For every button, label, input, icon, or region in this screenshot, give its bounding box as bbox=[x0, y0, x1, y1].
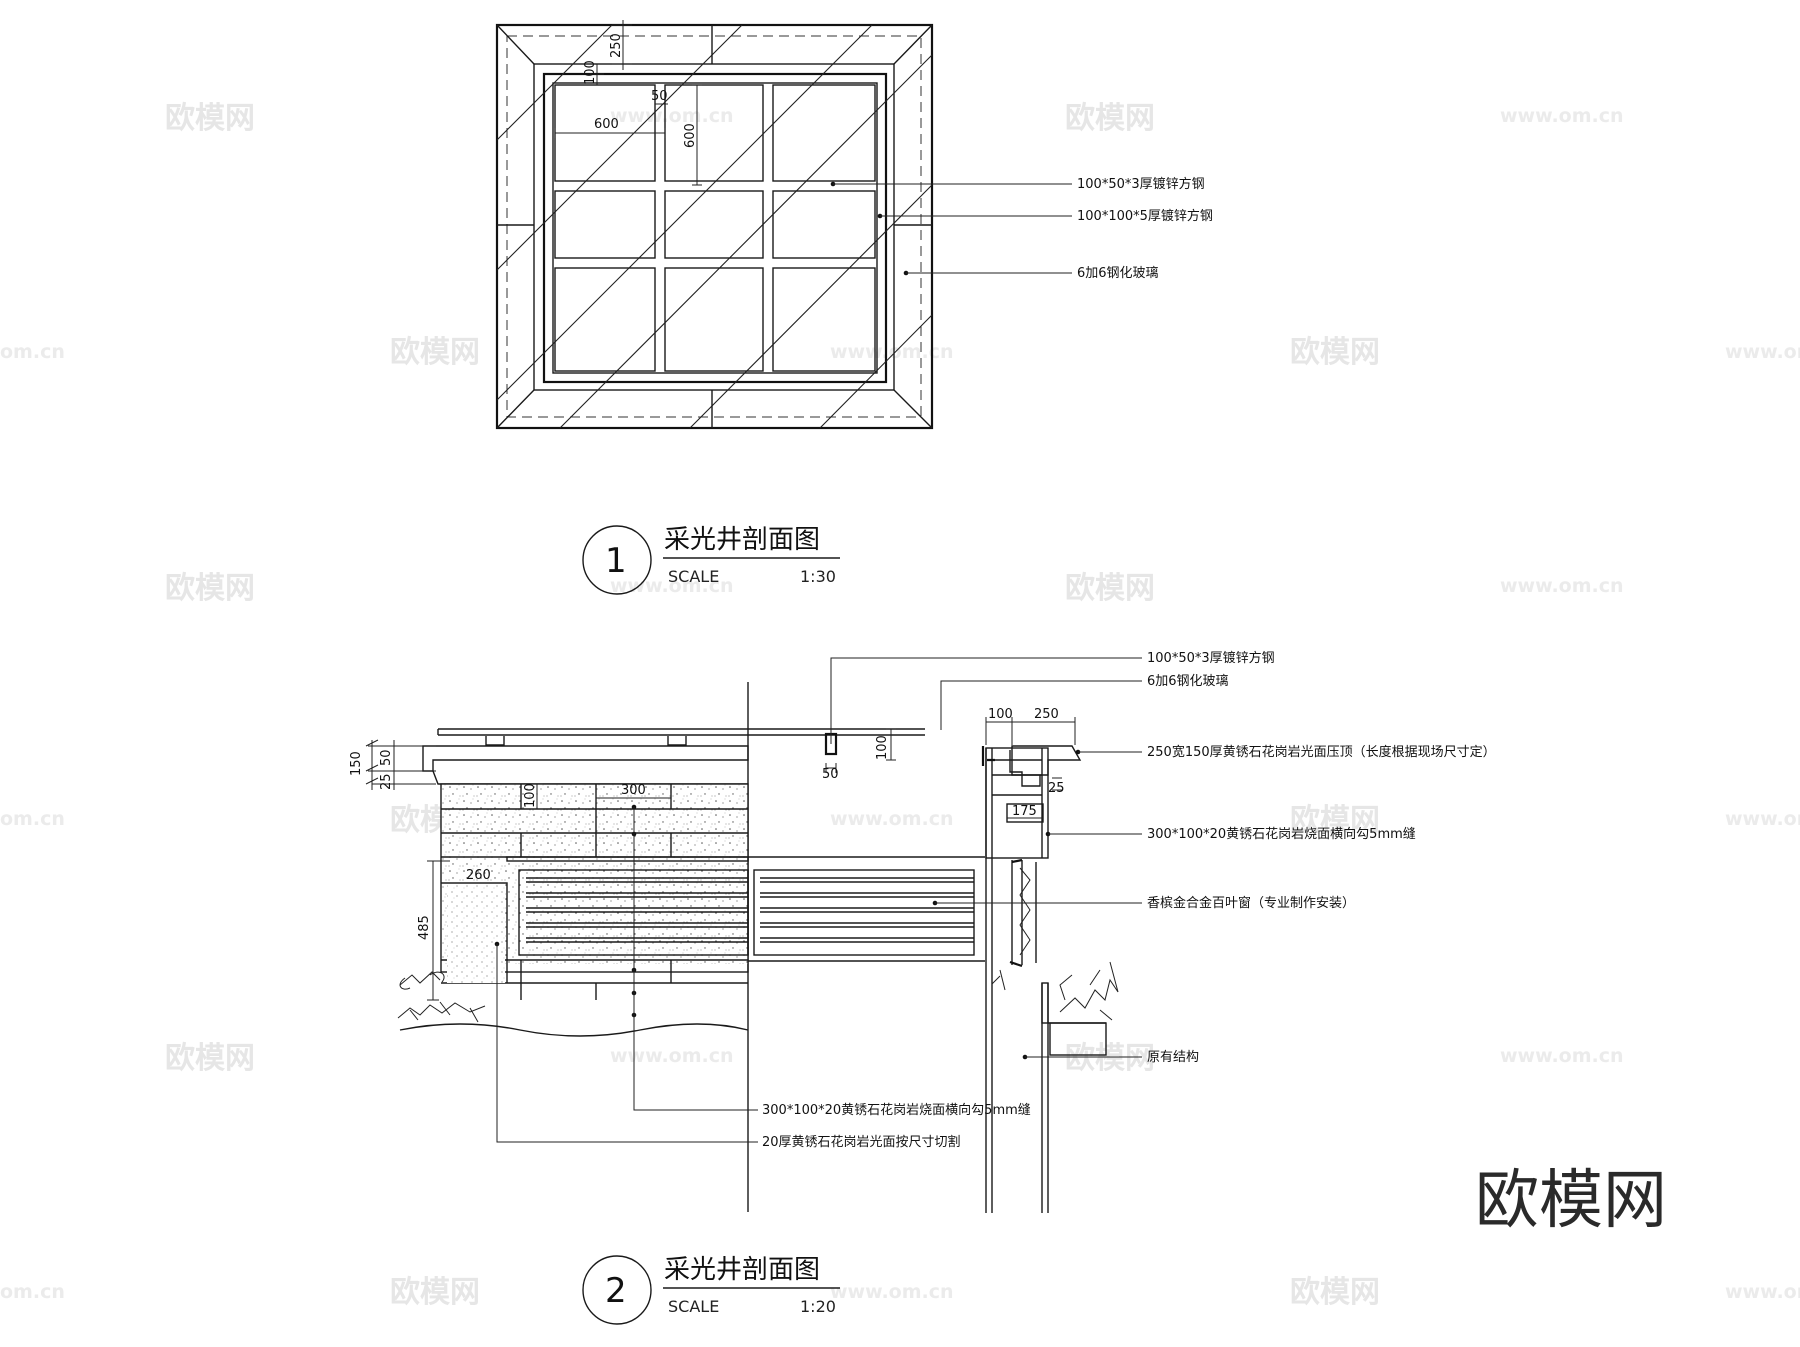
plan-title: 采光井剖面图 bbox=[664, 525, 820, 555]
watermark-url: www.om.cn bbox=[1500, 575, 1624, 597]
section-louver-slats-right bbox=[760, 877, 974, 943]
watermark-url: www.om.cn bbox=[830, 808, 954, 830]
watermark-url: www.om.cn bbox=[830, 1281, 954, 1303]
plan-scale-label: SCALE bbox=[668, 567, 719, 586]
plan-leaders: 100*50*3厚镀锌方钢 100*100*5厚镀锌方钢 6加6钢化玻璃 bbox=[830, 176, 1213, 281]
section-ground-line bbox=[399, 1023, 749, 1037]
section-title-block: 2 采光井剖面图 SCALE 1:20 bbox=[582, 1255, 840, 1325]
section-louver-slats-left bbox=[526, 870, 749, 955]
section-dimensions: 150 25 50 100 300 260 485 50 100 100 250… bbox=[349, 707, 1076, 1001]
watermark-logo: 欧模网 bbox=[165, 101, 255, 136]
watermark-logo: 欧模网 bbox=[165, 1041, 255, 1076]
dim-25: 25 bbox=[379, 773, 394, 790]
watermark-layer: 欧模网 欧模网 www.om.cn www.om.cn om.cn 欧模网 ww… bbox=[0, 101, 1800, 1310]
watermark-logo: 欧模网 bbox=[390, 335, 480, 370]
dim-485: 485 bbox=[417, 915, 432, 940]
section-number-circle bbox=[582, 1255, 652, 1325]
plan-note-steel-100x100: 100*100*5厚镀锌方钢 bbox=[1077, 208, 1213, 224]
section-shrub-left bbox=[397, 971, 486, 1023]
section-note-louver: 香槟金合金百叶窗（专业制作安装） bbox=[1147, 895, 1355, 911]
plan-note-glass: 6加6钢化玻璃 bbox=[1077, 266, 1159, 281]
section-number: 2 bbox=[605, 1271, 627, 1311]
dim-250: 250 bbox=[1034, 707, 1059, 722]
section-shrub-right bbox=[1059, 961, 1119, 1021]
section-note-structure: 原有结构 bbox=[1147, 1050, 1199, 1065]
section-note-stone-right: 300*100*20黄锈石花岗岩烧面横向勾5mm缝 bbox=[1147, 826, 1416, 842]
dim-260: 260 bbox=[466, 868, 491, 883]
watermark-url: www.om.cn bbox=[610, 105, 734, 127]
dim-175: 175 bbox=[1012, 804, 1037, 819]
section-scale-value: 1:20 bbox=[800, 1297, 836, 1316]
plan-miter-lines bbox=[496, 24, 933, 429]
dim-250: 250 bbox=[609, 33, 624, 58]
plan-steel-frame-inner bbox=[552, 82, 878, 374]
plan-scale-value: 1:30 bbox=[800, 567, 836, 586]
dim-50a: 50 bbox=[379, 749, 394, 766]
watermark-logo: 欧模网 bbox=[165, 571, 255, 606]
watermark-url: www.om.cn bbox=[1500, 1045, 1624, 1067]
plan-cap-inner bbox=[533, 63, 895, 391]
section-cap-stone-left bbox=[422, 745, 749, 772]
section-title: 采光井剖面图 bbox=[664, 1255, 820, 1285]
watermark-url: www.om.cn bbox=[830, 341, 954, 363]
watermark-short: om.cn bbox=[0, 341, 65, 363]
section-note-coping: 250宽150厚黄锈石花岗岩光面压顶（长度根据现场尺寸定） bbox=[1147, 744, 1496, 760]
section-right-structure bbox=[981, 745, 1107, 1213]
watermark-url: www.om.cn bbox=[1500, 105, 1624, 127]
dim-50b: 50 bbox=[822, 767, 839, 782]
watermark-logo: 欧模网 bbox=[1290, 803, 1380, 838]
dim-100b: 100 bbox=[875, 735, 890, 760]
watermark-logo: 欧模网 bbox=[1065, 1041, 1155, 1076]
watermark-logo: 欧模网 bbox=[1065, 571, 1155, 606]
corner-logo: 欧模网 bbox=[1475, 1164, 1667, 1238]
section-leaders-right: 100*50*3厚镀锌方钢 6加6钢化玻璃 250宽150厚黄锈石花岗岩光面压顶… bbox=[830, 650, 1496, 1065]
plan-note-steel-100x50: 100*50*3厚镀锌方钢 bbox=[1077, 176, 1205, 192]
dim-50: 50 bbox=[651, 89, 668, 104]
watermark-short: om.cn bbox=[0, 1281, 65, 1303]
section-note-steel: 100*50*3厚镀锌方钢 bbox=[1147, 650, 1275, 666]
watermark-url: www.om.cn bbox=[610, 575, 734, 597]
plan-cap-joints bbox=[497, 25, 932, 428]
dim-25b: 25 bbox=[1048, 781, 1065, 796]
watermark-logo: 欧模网 bbox=[1290, 1275, 1380, 1310]
plan-number-circle bbox=[582, 525, 652, 595]
watermark-logo: 欧模网 bbox=[1290, 335, 1380, 370]
dim-100c: 100 bbox=[988, 707, 1013, 722]
watermark-logo: 欧模网 bbox=[1065, 101, 1155, 136]
plan-number: 1 bbox=[605, 541, 627, 581]
section-leaders-bottom: 300*100*20黄锈石花岗岩烧面横向勾5mm缝 20厚黄锈石花岗岩光面按尺寸… bbox=[494, 804, 1031, 1150]
plan-steel-frame-outer bbox=[542, 72, 888, 384]
dim-100a: 100 bbox=[523, 783, 538, 808]
watermark-url: www.om.cn bbox=[1725, 341, 1800, 363]
watermark-url: www.om.cn bbox=[1725, 1281, 1800, 1303]
dim-100: 100 bbox=[583, 60, 598, 85]
plan-title-block: 1 采光井剖面图 SCALE 1:30 bbox=[582, 525, 840, 595]
section-note-stone-bottom: 300*100*20黄锈石花岗岩烧面横向勾5mm缝 bbox=[762, 1102, 1031, 1118]
plan-view: 250 100 50 600 600 100*50*3厚镀锌方钢 100*100… bbox=[495, 20, 1213, 595]
dim-150: 150 bbox=[349, 751, 364, 776]
section-scale-label: SCALE bbox=[668, 1297, 719, 1316]
dim-600-vertical: 600 bbox=[683, 123, 698, 148]
plan-dimensions: 250 100 50 600 600 bbox=[554, 20, 702, 186]
section-note-glass: 6加6钢化玻璃 bbox=[1147, 674, 1229, 689]
watermark-url: www.om.cn bbox=[1725, 808, 1800, 830]
dim-600-horizontal: 600 bbox=[594, 117, 619, 132]
section-glass-top bbox=[437, 728, 925, 736]
plan-outer-frame bbox=[495, 23, 934, 430]
watermark-logo: 欧模网 bbox=[390, 1275, 480, 1310]
watermark-url: www.om.cn bbox=[610, 1045, 734, 1067]
plan-dashed-outline bbox=[506, 35, 922, 418]
section-view: 150 25 50 100 300 260 485 50 100 100 250… bbox=[349, 650, 1496, 1325]
watermark-short: om.cn bbox=[0, 808, 65, 830]
plan-glass-hatch bbox=[497, 25, 932, 428]
section-note-stone-cut: 20厚黄锈石花岗岩光面按尺寸切割 bbox=[762, 1134, 961, 1150]
dim-300: 300 bbox=[621, 783, 646, 798]
